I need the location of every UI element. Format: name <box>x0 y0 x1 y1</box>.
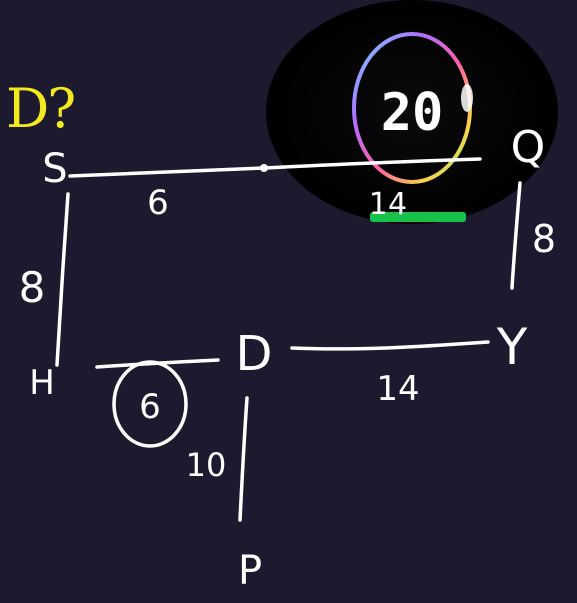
edge-s-q-midpoint <box>260 164 268 172</box>
weight-h-d: 6 <box>139 387 161 427</box>
weight-q-y: 8 <box>532 217 556 261</box>
weight-s-h: 8 <box>19 263 46 312</box>
countdown-timer: 20 <box>266 0 558 224</box>
weight-d-y: 14 <box>376 369 419 409</box>
timer-backdrop <box>266 0 558 224</box>
nodes: S Q H D Y P <box>29 122 545 594</box>
timer-value: 20 <box>381 83 444 143</box>
timer-green-strip <box>370 212 466 222</box>
weight-mid-q: 14 <box>369 187 407 222</box>
weight-s-mid: 6 <box>147 183 169 223</box>
edge-q-y <box>510 181 522 290</box>
timer-ring-glow <box>461 84 473 112</box>
question-label: D? <box>6 77 76 140</box>
edge-d-y <box>290 340 490 351</box>
edges <box>55 157 522 522</box>
edge-h-d-weight-circle <box>112 360 188 448</box>
edge-weights: 6 14 8 8 6 14 10 <box>19 183 556 484</box>
edge-s-h <box>55 192 70 367</box>
node-d: D <box>236 326 273 382</box>
weight-d-p: 10 <box>186 446 227 484</box>
node-q: Q <box>511 122 546 173</box>
edge-d-p <box>238 396 249 522</box>
node-h: H <box>29 363 55 403</box>
node-y: Y <box>496 318 528 376</box>
node-p: P <box>238 548 262 594</box>
node-s: S <box>42 146 67 192</box>
